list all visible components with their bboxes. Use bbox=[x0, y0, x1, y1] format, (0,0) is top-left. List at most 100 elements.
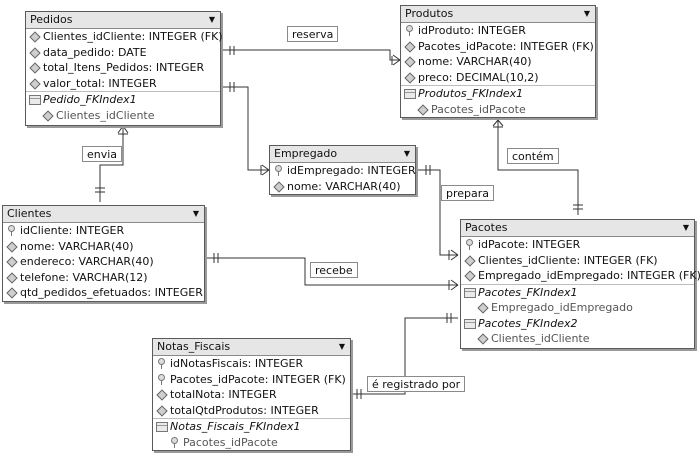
index-column-row[interactable]: Pacotes_idPacote bbox=[401, 102, 595, 118]
dropdown-arrow-icon[interactable]: ▼ bbox=[682, 223, 689, 232]
column-label: Clientes_idCliente: INTEGER (FK) bbox=[478, 253, 658, 267]
dropdown-arrow-icon[interactable]: ▼ bbox=[208, 15, 215, 24]
key-icon bbox=[156, 358, 167, 370]
column-row[interactable]: data_pedido: DATE bbox=[26, 45, 220, 61]
column-label: Pacotes_idPacote: INTEGER (FK) bbox=[170, 372, 346, 386]
key-icon bbox=[404, 25, 415, 37]
column-label: Empregado_idEmpregado: INTEGER (FK) bbox=[478, 269, 700, 282]
divider bbox=[153, 418, 350, 419]
index-row[interactable]: Pacotes_FKIndex2 bbox=[461, 316, 694, 332]
diamond-icon bbox=[156, 389, 168, 401]
column-row[interactable]: valor_total: INTEGER bbox=[26, 76, 220, 92]
column-label: idProduto: INTEGER bbox=[418, 24, 526, 37]
table-notas-fiscais[interactable]: Notas_Fiscais ▼ idNotasFiscais: INTEGER … bbox=[152, 338, 351, 451]
index-column-row[interactable]: Clientes_idCliente bbox=[26, 108, 220, 124]
dropdown-arrow-icon[interactable]: ▼ bbox=[192, 209, 199, 218]
table-header[interactable]: Empregado ▼ bbox=[270, 146, 415, 163]
index-row[interactable]: Notas_Fiscais_FKIndex1 bbox=[153, 419, 350, 435]
column-row[interactable]: idNotasFiscais: INTEGER bbox=[153, 356, 350, 372]
index-row[interactable]: Produtos_FKIndex1 bbox=[401, 86, 595, 102]
index-column-label: Empregado_idEmpregado bbox=[491, 301, 633, 314]
table-pedidos[interactable]: Pedidos ▼ Clientes_idCliente: INTEGER (F… bbox=[25, 11, 223, 126]
column-row[interactable]: total_Itens_Pedidos: INTEGER bbox=[26, 60, 220, 76]
relation-label-prepara: prepara bbox=[441, 185, 495, 201]
key-icon bbox=[6, 225, 17, 237]
column-row[interactable]: telefone: VARCHAR(12) bbox=[3, 270, 204, 286]
table-header[interactable]: Pedidos ▼ bbox=[26, 12, 220, 29]
diamond-icon bbox=[42, 110, 54, 122]
diamond-icon bbox=[6, 256, 18, 268]
table-produtos[interactable]: Produtos ▼ idProduto: INTEGER Pacotes_id… bbox=[400, 5, 596, 118]
diamond-icon bbox=[156, 405, 168, 417]
column-row[interactable]: endereco: VARCHAR(40) bbox=[3, 254, 204, 270]
column-row[interactable]: nome: VARCHAR(40) bbox=[401, 54, 595, 70]
column-row[interactable]: idEmpregado: INTEGER bbox=[270, 163, 416, 179]
key-icon bbox=[273, 165, 284, 177]
table-clientes[interactable]: Clientes ▼ idCliente: INTEGER nome: VARC… bbox=[2, 205, 205, 302]
column-row[interactable]: nome: VARCHAR(40) bbox=[270, 179, 415, 195]
column-label: nome: VARCHAR(40) bbox=[418, 55, 532, 68]
index-row[interactable]: Pacotes_FKIndex1 bbox=[461, 285, 694, 301]
diamond-icon bbox=[273, 181, 285, 193]
index-column-row[interactable]: Pacotes_idPacote bbox=[153, 435, 350, 451]
column-row[interactable]: preco: DECIMAL(10,2) bbox=[401, 70, 595, 86]
column-row[interactable]: idPacote: INTEGER bbox=[461, 237, 694, 253]
table-title: Produtos bbox=[405, 7, 454, 20]
dropdown-arrow-icon[interactable]: ▼ bbox=[403, 149, 410, 158]
diamond-icon bbox=[6, 241, 18, 253]
table-pacotes[interactable]: Pacotes ▼ idPacote: INTEGER Clientes_idC… bbox=[460, 219, 700, 349]
index-column-label: Pacotes_idPacote bbox=[183, 435, 278, 449]
column-row[interactable]: idCliente: INTEGER bbox=[3, 223, 204, 239]
column-label: Pacotes_idPacote: INTEGER (FK) bbox=[418, 39, 594, 53]
index-label: Pacotes_FKIndex2 bbox=[478, 316, 578, 330]
diamond-icon bbox=[404, 72, 416, 84]
column-row[interactable]: nome: VARCHAR(40) bbox=[3, 239, 204, 255]
column-row[interactable]: Clientes_idCliente: INTEGER (FK) bbox=[461, 253, 694, 269]
relation-label-envia: envia bbox=[82, 146, 123, 162]
column-row[interactable]: Pacotes_idPacote: INTEGER (FK) bbox=[401, 39, 595, 55]
diamond-icon bbox=[29, 31, 41, 43]
table-index-icon bbox=[404, 88, 416, 100]
diamond-icon bbox=[404, 41, 416, 53]
table-empregado[interactable]: Empregado ▼ idEmpregado: INTEGER nome: V… bbox=[269, 145, 416, 195]
index-row[interactable]: Pedido_FKIndex1 bbox=[26, 92, 220, 108]
divider bbox=[26, 91, 220, 92]
index-column-row[interactable]: Empregado_idEmpregado bbox=[461, 300, 694, 316]
table-title: Pedidos bbox=[30, 13, 73, 26]
table-header[interactable]: Clientes ▼ bbox=[3, 206, 204, 223]
table-header[interactable]: Produtos ▼ bbox=[401, 6, 595, 23]
table-title: Clientes bbox=[7, 207, 52, 220]
column-label: data_pedido: DATE bbox=[43, 45, 147, 59]
table-header[interactable]: Notas_Fiscais ▼ bbox=[153, 339, 350, 356]
key-icon bbox=[156, 373, 167, 385]
relation-label-recebe: recebe bbox=[310, 262, 358, 278]
column-row[interactable]: totalNota: INTEGER bbox=[153, 387, 350, 403]
divider bbox=[461, 283, 694, 285]
column-row[interactable]: Empregado_idEmpregado: INTEGER (FK) bbox=[461, 268, 700, 284]
column-row[interactable]: idProduto: INTEGER bbox=[401, 23, 595, 39]
dropdown-arrow-icon[interactable]: ▼ bbox=[338, 342, 345, 351]
index-column-row[interactable]: Clientes_idCliente bbox=[461, 331, 694, 347]
column-label: totalNota: INTEGER bbox=[170, 388, 277, 401]
table-index-icon bbox=[29, 94, 41, 106]
column-label: nome: VARCHAR(40) bbox=[20, 239, 134, 253]
diamond-icon bbox=[417, 104, 429, 116]
column-label: idEmpregado: INTEGER bbox=[287, 164, 416, 177]
column-row[interactable]: qtd_pedidos_efetuados: INTEGER bbox=[3, 285, 204, 301]
table-header[interactable]: Pacotes ▼ bbox=[461, 220, 694, 237]
column-row[interactable]: Pacotes_idPacote: INTEGER (FK) bbox=[153, 372, 350, 388]
diamond-icon bbox=[6, 287, 18, 299]
column-row[interactable]: totalQtdProdutos: INTEGER bbox=[153, 403, 350, 419]
table-index-icon bbox=[464, 318, 476, 329]
diamond-icon bbox=[477, 302, 489, 314]
column-row[interactable]: Clientes_idCliente: INTEGER (FK) bbox=[26, 29, 223, 45]
column-label: idCliente: INTEGER bbox=[20, 224, 125, 237]
column-label: qtd_pedidos_efetuados: INTEGER bbox=[20, 286, 203, 299]
column-label: totalQtdProdutos: INTEGER bbox=[170, 403, 319, 417]
diamond-icon bbox=[464, 270, 476, 282]
diamond-icon bbox=[29, 78, 41, 90]
column-label: idNotasFiscais: INTEGER bbox=[170, 357, 304, 370]
dropdown-arrow-icon[interactable]: ▼ bbox=[583, 9, 590, 18]
diamond-icon bbox=[404, 56, 416, 68]
